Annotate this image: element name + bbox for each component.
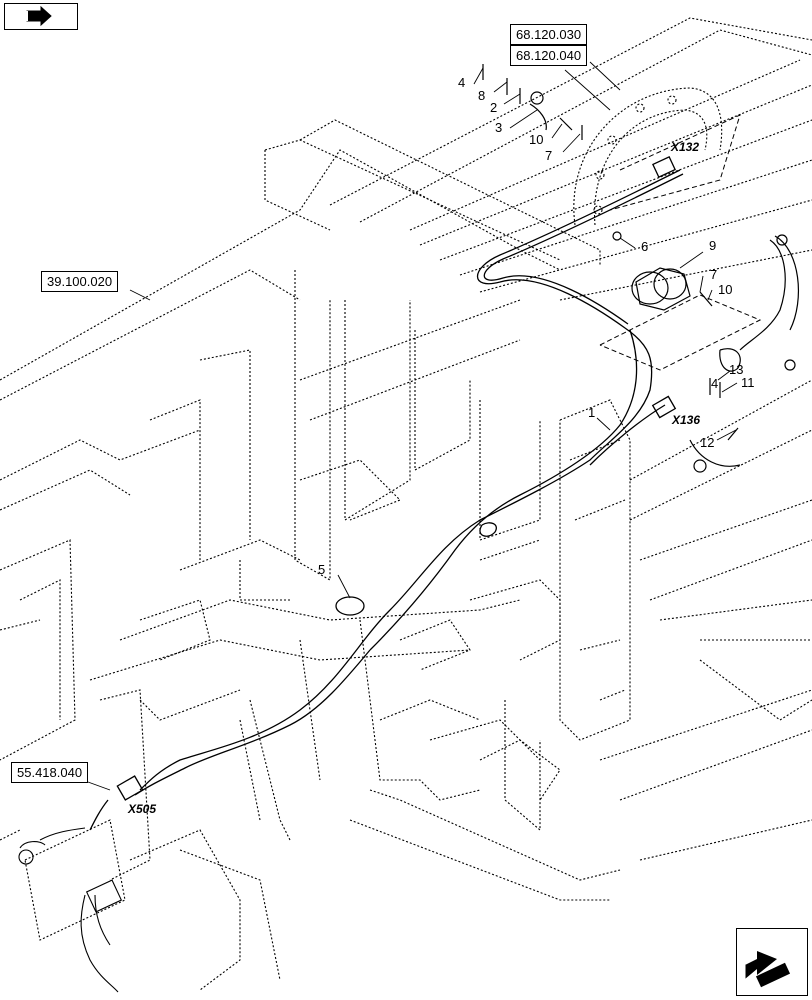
arch-plate [573, 87, 723, 226]
callout-5: 5 [318, 562, 326, 577]
arrow-glyph-icon [744, 951, 791, 988]
arrow-glyph-icon [26, 5, 52, 27]
callout-7: 7 [545, 148, 553, 163]
callout-10: 10 [718, 282, 733, 297]
callout-12: 12 [700, 435, 715, 450]
previous-page-arrow-icon[interactable] [4, 3, 78, 30]
connector-label-x132: X132 [671, 140, 700, 154]
callout-4: 4 [711, 376, 719, 391]
callout-7: 7 [710, 267, 718, 282]
frame-structure [0, 17, 812, 991]
callout-8: 8 [478, 88, 486, 103]
callout-13: 13 [729, 362, 744, 377]
reference-39-100-020[interactable]: 39.100.020 [41, 271, 119, 292]
callout-10: 10 [529, 132, 544, 147]
reference-68-120-040[interactable]: 68.120.040 [510, 45, 588, 66]
callout-6: 6 [641, 239, 649, 254]
connector-plate [18, 819, 126, 993]
bracket-outline [599, 294, 762, 371]
wiring-harness [89, 155, 684, 831]
callout-9: 9 [709, 238, 717, 253]
callout-3: 3 [495, 120, 503, 135]
reference-68-120-030[interactable]: 68.120.030 [510, 24, 588, 45]
leader-lines [87, 61, 738, 791]
reference-55-418-040[interactable]: 55.418.040 [11, 762, 89, 783]
next-page-arrow-icon[interactable] [736, 928, 808, 996]
callout-1: 1 [588, 405, 596, 420]
upper-bracket-outline [609, 114, 741, 211]
callout-4: 4 [458, 75, 466, 90]
callout-2: 2 [490, 100, 498, 115]
callout-11: 11 [741, 375, 755, 390]
sensor-assembly [482, 64, 800, 473]
connector-label-x136: X136 [672, 413, 701, 427]
connector-label-x505: X505 [128, 802, 157, 816]
